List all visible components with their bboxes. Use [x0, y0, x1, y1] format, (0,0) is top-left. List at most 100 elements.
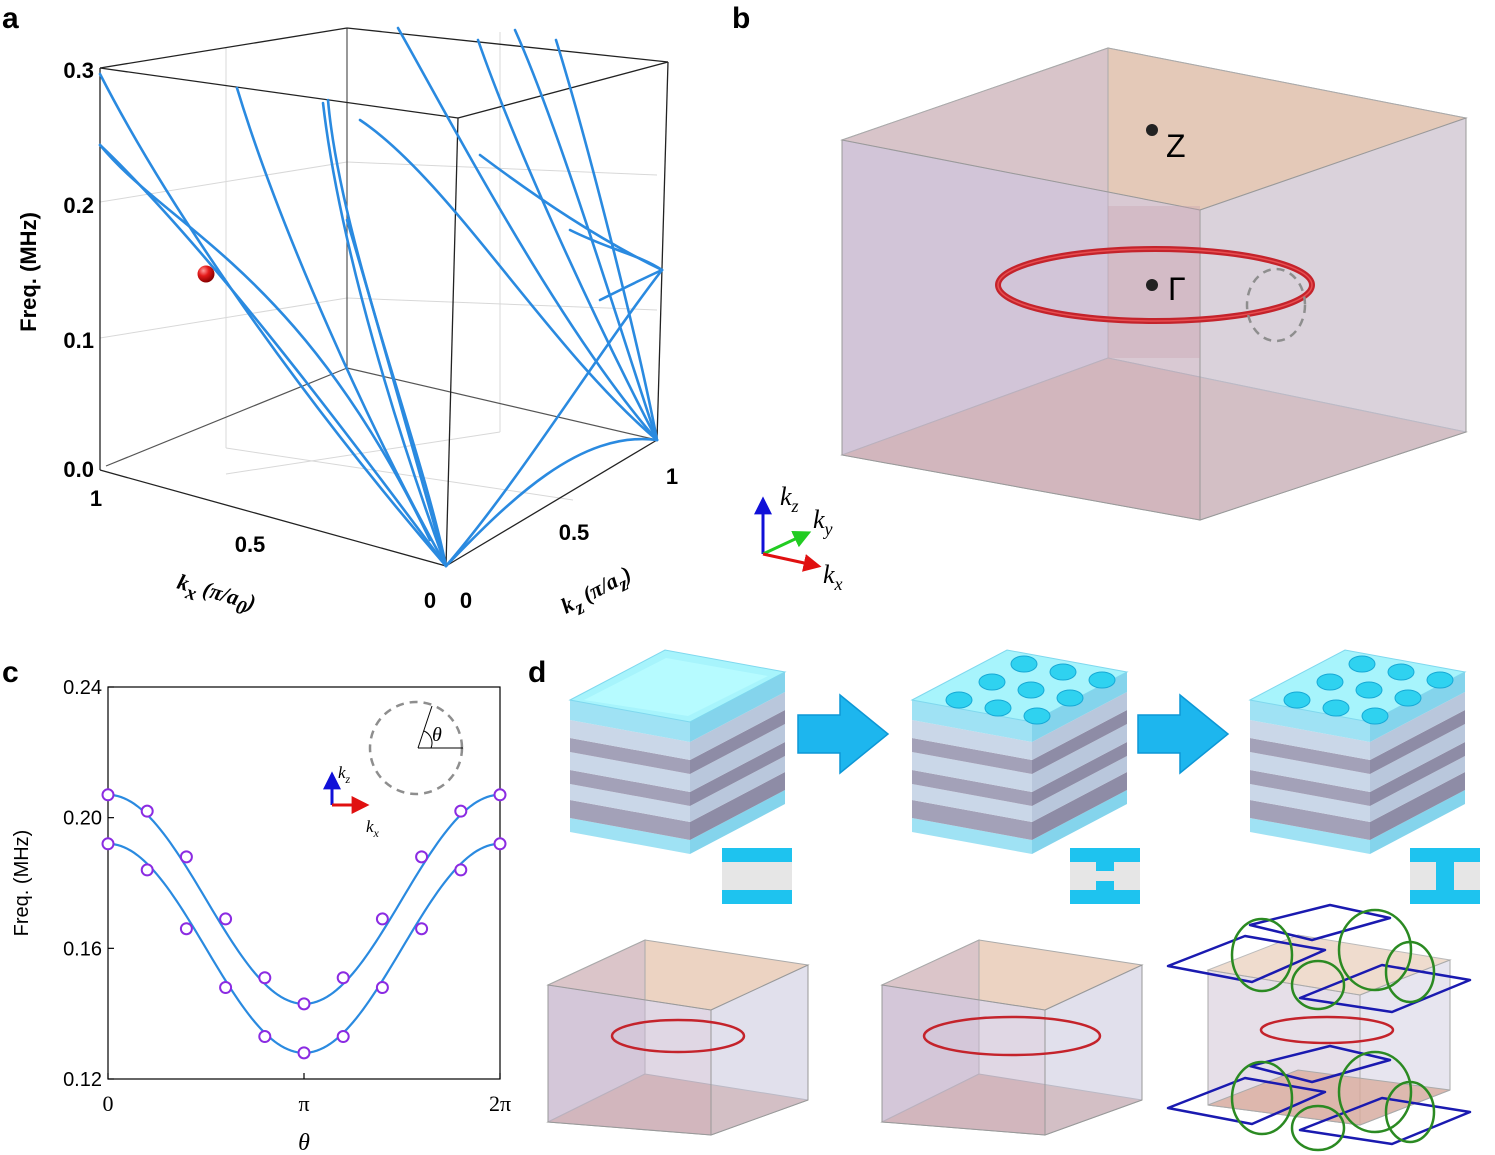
panel-label-c: c — [2, 656, 19, 689]
small-bz-box-3 — [1166, 903, 1472, 1152]
green-loop-5 — [1230, 1060, 1294, 1136]
nodal-ring-highlight — [997, 248, 1313, 322]
series-2-point — [258, 1030, 272, 1044]
series-1-point — [454, 804, 468, 818]
ky-arrow-icon — [762, 530, 812, 556]
stack-3-layers — [1250, 672, 1465, 854]
chart-x-label: θ — [298, 1130, 310, 1155]
chart-markers — [101, 788, 507, 1060]
series-2-point — [493, 837, 507, 851]
kx-tick-1: 1 — [90, 486, 102, 511]
point-z-label: Z — [1166, 128, 1186, 164]
blue-link-top-right — [1298, 963, 1472, 1014]
kx-tick-0.5: 0.5 — [235, 532, 266, 557]
kx-arrow-icon — [762, 552, 822, 572]
band-line-13 — [478, 153, 664, 272]
box-front-edges — [99, 27, 669, 567]
y-tick-label: 0.12 — [63, 1069, 102, 1091]
series-1-point — [375, 912, 389, 926]
inset-theta-label: θ — [432, 724, 442, 746]
ky-axis-text: ky — [813, 505, 833, 539]
kz-axis-label: kz (π/az) — [557, 561, 639, 625]
series-2-point — [297, 1046, 311, 1060]
band-line-17 — [598, 268, 664, 302]
series-2-point — [454, 863, 468, 877]
cross-section-3-icon — [1410, 848, 1480, 904]
brillouin-zone-box: Z Γ kz ky kx — [754, 47, 1468, 594]
band-line-7 — [345, 218, 448, 568]
series-2-point — [375, 981, 389, 995]
panel-label-b: b — [732, 2, 750, 35]
blue-link-top-left — [1166, 934, 1327, 984]
small-nodal-ring-1 — [610, 1018, 746, 1054]
y-tick-0.3: 0.3 — [63, 58, 94, 83]
point-gamma-dot — [1146, 279, 1158, 291]
series-2-point — [415, 922, 429, 936]
band-line-11 — [513, 28, 659, 442]
series-1-point — [219, 912, 233, 926]
green-loop-4 — [1290, 959, 1346, 1011]
band-line-9 — [396, 26, 659, 442]
chart-lines — [107, 793, 501, 1054]
process-arrow-2-icon — [1137, 693, 1230, 775]
band-line-15 — [444, 268, 664, 568]
x-tick-label: 0 — [103, 1091, 114, 1116]
series-2-point — [140, 863, 154, 877]
stack-3-holes — [1283, 655, 1454, 725]
cross-section-1-icon — [722, 848, 792, 904]
band-lines — [98, 26, 664, 568]
y-axis-label: Freq. (MHz) — [16, 212, 41, 332]
band-line-16 — [444, 437, 659, 568]
blue-link-top-center — [1248, 903, 1392, 942]
inset-angle-line — [417, 705, 433, 749]
kz-tick-0.5: 0.5 — [559, 520, 590, 545]
kx-axis-label: kx (π/a0) — [173, 569, 259, 622]
series-1-point — [415, 850, 429, 864]
blue-link-bottom-left — [1166, 1076, 1327, 1126]
kx-tick-0: 0 — [424, 588, 436, 613]
y-tick-0.0: 0.0 — [63, 457, 94, 482]
green-loop-6 — [1337, 1050, 1413, 1134]
band-structure-3d-box: 0.3 0.2 0.1 0.0 Freq. (MHz) 1 0.5 0 0 0.… — [16, 26, 678, 625]
stack-1-top-inner — [584, 658, 768, 716]
series-2-point — [179, 922, 193, 936]
series-1-point — [140, 804, 154, 818]
stack-2-layers — [912, 672, 1127, 854]
series-1-point — [297, 997, 311, 1011]
series-1-point — [179, 850, 193, 864]
green-loop-7 — [1384, 1080, 1436, 1144]
green-loop-3 — [1384, 940, 1436, 1004]
band-line-3 — [235, 86, 448, 568]
chart-y-label: Freq. (MHz) — [11, 830, 33, 937]
kx-axis-text: kx — [823, 560, 843, 594]
y-tick-label: 0.16 — [63, 938, 102, 960]
green-nodal-loops — [1230, 908, 1436, 1152]
series-1-point — [493, 788, 507, 802]
series-1-point — [258, 971, 272, 985]
stack-1-layers — [570, 672, 785, 854]
layered-stack-3 — [1248, 649, 1480, 904]
y-tick-0.1: 0.1 — [63, 328, 94, 353]
point-z-dot — [1146, 124, 1158, 136]
kz-tick-1: 1 — [666, 464, 678, 489]
y-tick-0.2: 0.2 — [63, 193, 94, 218]
k-coordinate-axes: kz ky kx — [754, 482, 843, 594]
blue-link-bottom-right — [1298, 1096, 1472, 1146]
band-line-8 — [358, 118, 659, 442]
stack-2-holes — [945, 655, 1116, 725]
y-tick-label: 0.24 — [63, 677, 102, 699]
point-gamma-label: Γ — [1168, 271, 1186, 307]
chart-inset: θ kz kx — [323, 700, 464, 840]
blue-nodal-links — [1166, 903, 1472, 1146]
y-tick-label: 0.20 — [63, 808, 102, 830]
band-line-14 — [568, 228, 664, 272]
kz-axis-text: kz — [780, 482, 799, 516]
band-line-10 — [476, 38, 659, 442]
x-tick-label: 2π — [489, 1091, 511, 1116]
small-nodal-ring-2 — [922, 1015, 1102, 1057]
band-line-1 — [98, 72, 448, 568]
panel-label-d: d — [528, 656, 546, 689]
